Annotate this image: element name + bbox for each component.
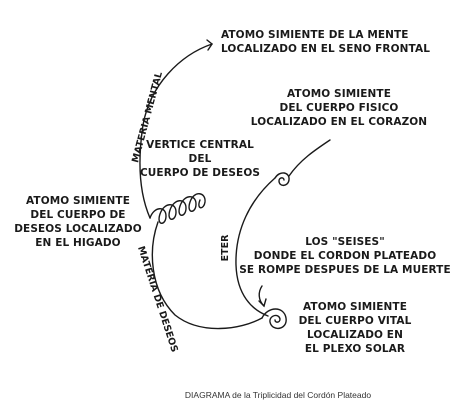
label-fisico-1: ATOMO SIMIENTE [287, 88, 391, 100]
label-vital-2: DEL CUERPO VITAL [299, 315, 412, 327]
label-vital-4: EL PLEXO SOLAR [305, 343, 405, 355]
diagram-caption: DIAGRAMA de la Triplicidad del Cordón Pl… [185, 390, 371, 400]
mind-seed-atom-marker [206, 39, 213, 51]
label-mente-1: ATOMO SIMIENTE DE LA MENTE [221, 29, 409, 41]
label-vertice-1: VERTICE CENTRAL [146, 139, 254, 151]
label-deseos-1: ATOMO SIMIENTE [26, 195, 130, 207]
desire-body-coil [149, 193, 206, 224]
label-vertice-2: DEL [189, 153, 212, 165]
label-materia-deseos: MATERIA DE DESEOS [135, 245, 180, 354]
solar-plexus-spiral [261, 308, 287, 329]
cord-eter [235, 177, 276, 317]
label-mente-2: LOCALIZADO EN EL SENO FRONTAL [221, 43, 430, 55]
label-fisico-2: DEL CUERPO FISICO [280, 102, 399, 114]
cord-materia-mental [139, 43, 213, 219]
label-deseos-3: DESEOS LOCALIZADO [14, 223, 142, 235]
label-vital-1: ATOMO SIMIENTE [303, 301, 407, 313]
cord-materia-deseos [151, 221, 263, 330]
label-seises-1: LOS "SEISES" [305, 236, 385, 248]
label-vertice-3: CUERPO DE DESEOS [140, 167, 260, 179]
label-seises-3: SE ROMPE DESPUES DE LA MUERTE [239, 264, 450, 276]
heart-spiral [274, 172, 290, 187]
label-vital-3: LOCALIZADO EN [307, 329, 403, 341]
seises-arrowhead [258, 298, 267, 308]
label-seises-2: DONDE EL CORDON PLATEADO [254, 250, 437, 262]
label-fisico-3: LOCALIZADO EN EL CORAZON [251, 116, 427, 128]
label-eter: ETER [220, 234, 231, 261]
label-deseos-4: EN EL HIGADO [35, 237, 120, 249]
label-deseos-2: DEL CUERPO DE [30, 209, 125, 221]
heart-pointer-line [288, 139, 331, 177]
